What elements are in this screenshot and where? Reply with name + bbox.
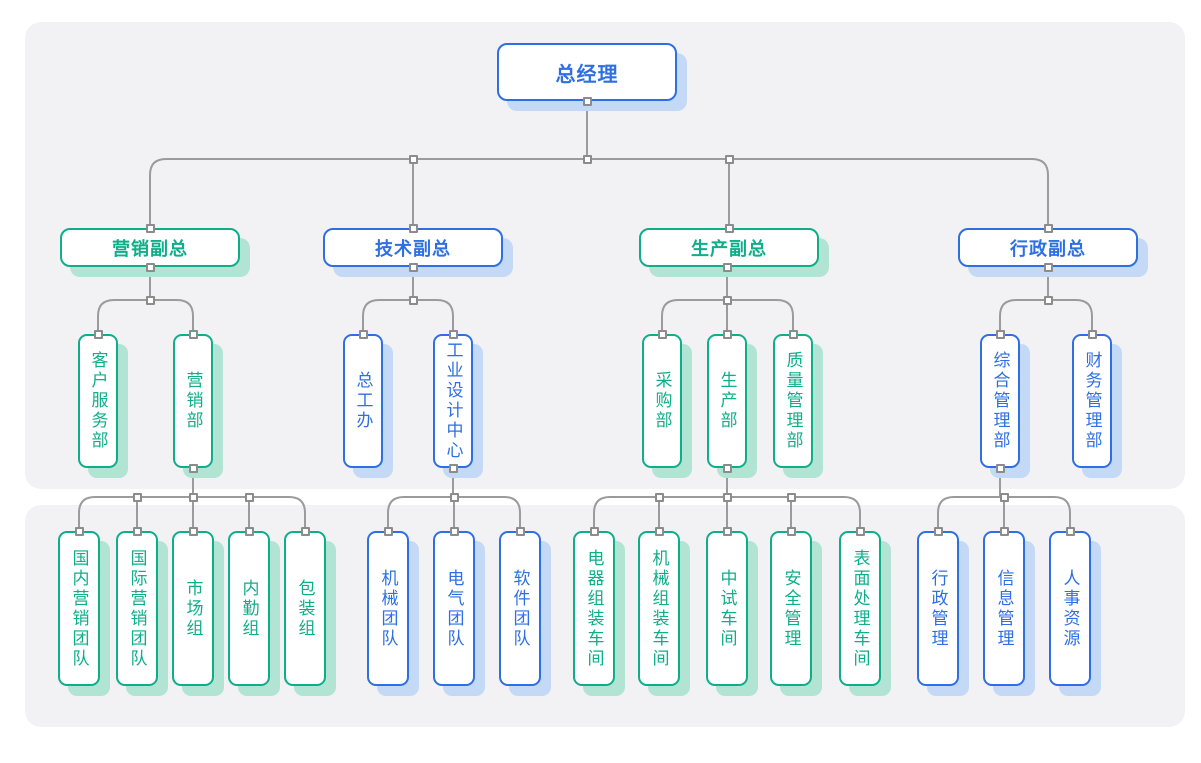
org-node-surface-treatment-workshop[interactable]: 表面处理车间 [839,531,881,686]
connector-handle [788,329,798,339]
connector-handle [786,526,796,536]
org-node-international-marketing-team[interactable]: 国际营销团队 [116,531,158,686]
connector-handle [1043,262,1053,272]
org-node-general-manager[interactable]: 总经理 [497,43,677,101]
connector-handle [1087,329,1097,339]
connector-handle [995,463,1005,473]
connector-handle [999,492,1009,502]
connector-handle [722,526,732,536]
connector-handle [145,223,155,233]
connector-handle [244,526,254,536]
connector-handle [654,526,664,536]
connector-handle [145,295,155,305]
connector-handle [933,526,943,536]
connector-handle [722,329,732,339]
org-node-industrial-design-center[interactable]: 工业设计中心 [433,334,473,468]
org-node-back-office-group[interactable]: 内勤组 [228,531,270,686]
connector-handle [515,526,525,536]
org-node-customer-service-dept[interactable]: 客户服务部 [78,334,118,468]
connector-handle [722,492,732,502]
org-node-pilot-test-workshop[interactable]: 中试车间 [706,531,748,686]
connector-handle [657,329,667,339]
org-node-electrical-assembly-workshop[interactable]: 电器组装车间 [573,531,615,686]
org-node-finance-dept[interactable]: 财务管理部 [1072,334,1112,468]
connector-handle [449,492,459,502]
org-node-marketing-dept[interactable]: 营销部 [173,334,213,468]
connector-handle [74,526,84,536]
connector-handle [244,492,254,502]
connector-handle [188,463,198,473]
connector-handle [722,463,732,473]
connector-handle [855,526,865,536]
org-node-general-management-dept[interactable]: 综合管理部 [980,334,1020,468]
org-node-packaging-group[interactable]: 包装组 [284,531,326,686]
connector-handle [188,329,198,339]
connector-handle [408,154,418,164]
connector-handle [722,262,732,272]
org-node-marketing-vp[interactable]: 营销副总 [60,228,240,267]
org-node-production-dept[interactable]: 生产部 [707,334,747,468]
connector-handle [1043,223,1053,233]
connector-handle [654,492,664,502]
connector-handle [145,262,155,272]
connector-handle [724,223,734,233]
connector-handle [786,492,796,502]
org-node-administration-management[interactable]: 行政管理 [917,531,959,686]
org-node-market-group[interactable]: 市场组 [172,531,214,686]
connector-handle [408,295,418,305]
connector-handle [132,492,142,502]
connector-handle [582,154,592,164]
connector-handle [383,526,393,536]
org-node-safety-management[interactable]: 安全管理 [770,531,812,686]
connector-handle [188,492,198,502]
org-node-mechanical-team[interactable]: 机械团队 [367,531,409,686]
org-node-quality-management-dept[interactable]: 质量管理部 [773,334,813,468]
org-node-chief-engineer-office[interactable]: 总工办 [343,334,383,468]
connector-handle [188,526,198,536]
org-node-technology-vp[interactable]: 技术副总 [323,228,503,267]
connector-handle [448,463,458,473]
connector-handle [1043,295,1053,305]
org-node-production-vp[interactable]: 生产副总 [639,228,819,267]
connector-handle [358,329,368,339]
org-node-electrical-team[interactable]: 电气团队 [433,531,475,686]
connector-handle [582,96,592,106]
connector-handle [1065,526,1075,536]
connector-handle [93,329,103,339]
connector-handle [300,526,310,536]
connector-handle [408,262,418,272]
connector-handle [999,526,1009,536]
connector-handle [995,329,1005,339]
org-node-admin-vp[interactable]: 行政副总 [958,228,1138,267]
connector-handle [724,154,734,164]
org-node-mechanical-assembly-workshop[interactable]: 机械组装车间 [638,531,680,686]
org-node-human-resources[interactable]: 人事资源 [1049,531,1091,686]
connector-handle [722,295,732,305]
org-node-information-management[interactable]: 信息管理 [983,531,1025,686]
connector-handle [589,526,599,536]
org-node-software-team[interactable]: 软件团队 [499,531,541,686]
org-node-purchasing-dept[interactable]: 采购部 [642,334,682,468]
org-node-domestic-marketing-team[interactable]: 国内营销团队 [58,531,100,686]
connector-handle [449,526,459,536]
connector-handle [448,329,458,339]
connector-handle [408,223,418,233]
connector-handle [132,526,142,536]
